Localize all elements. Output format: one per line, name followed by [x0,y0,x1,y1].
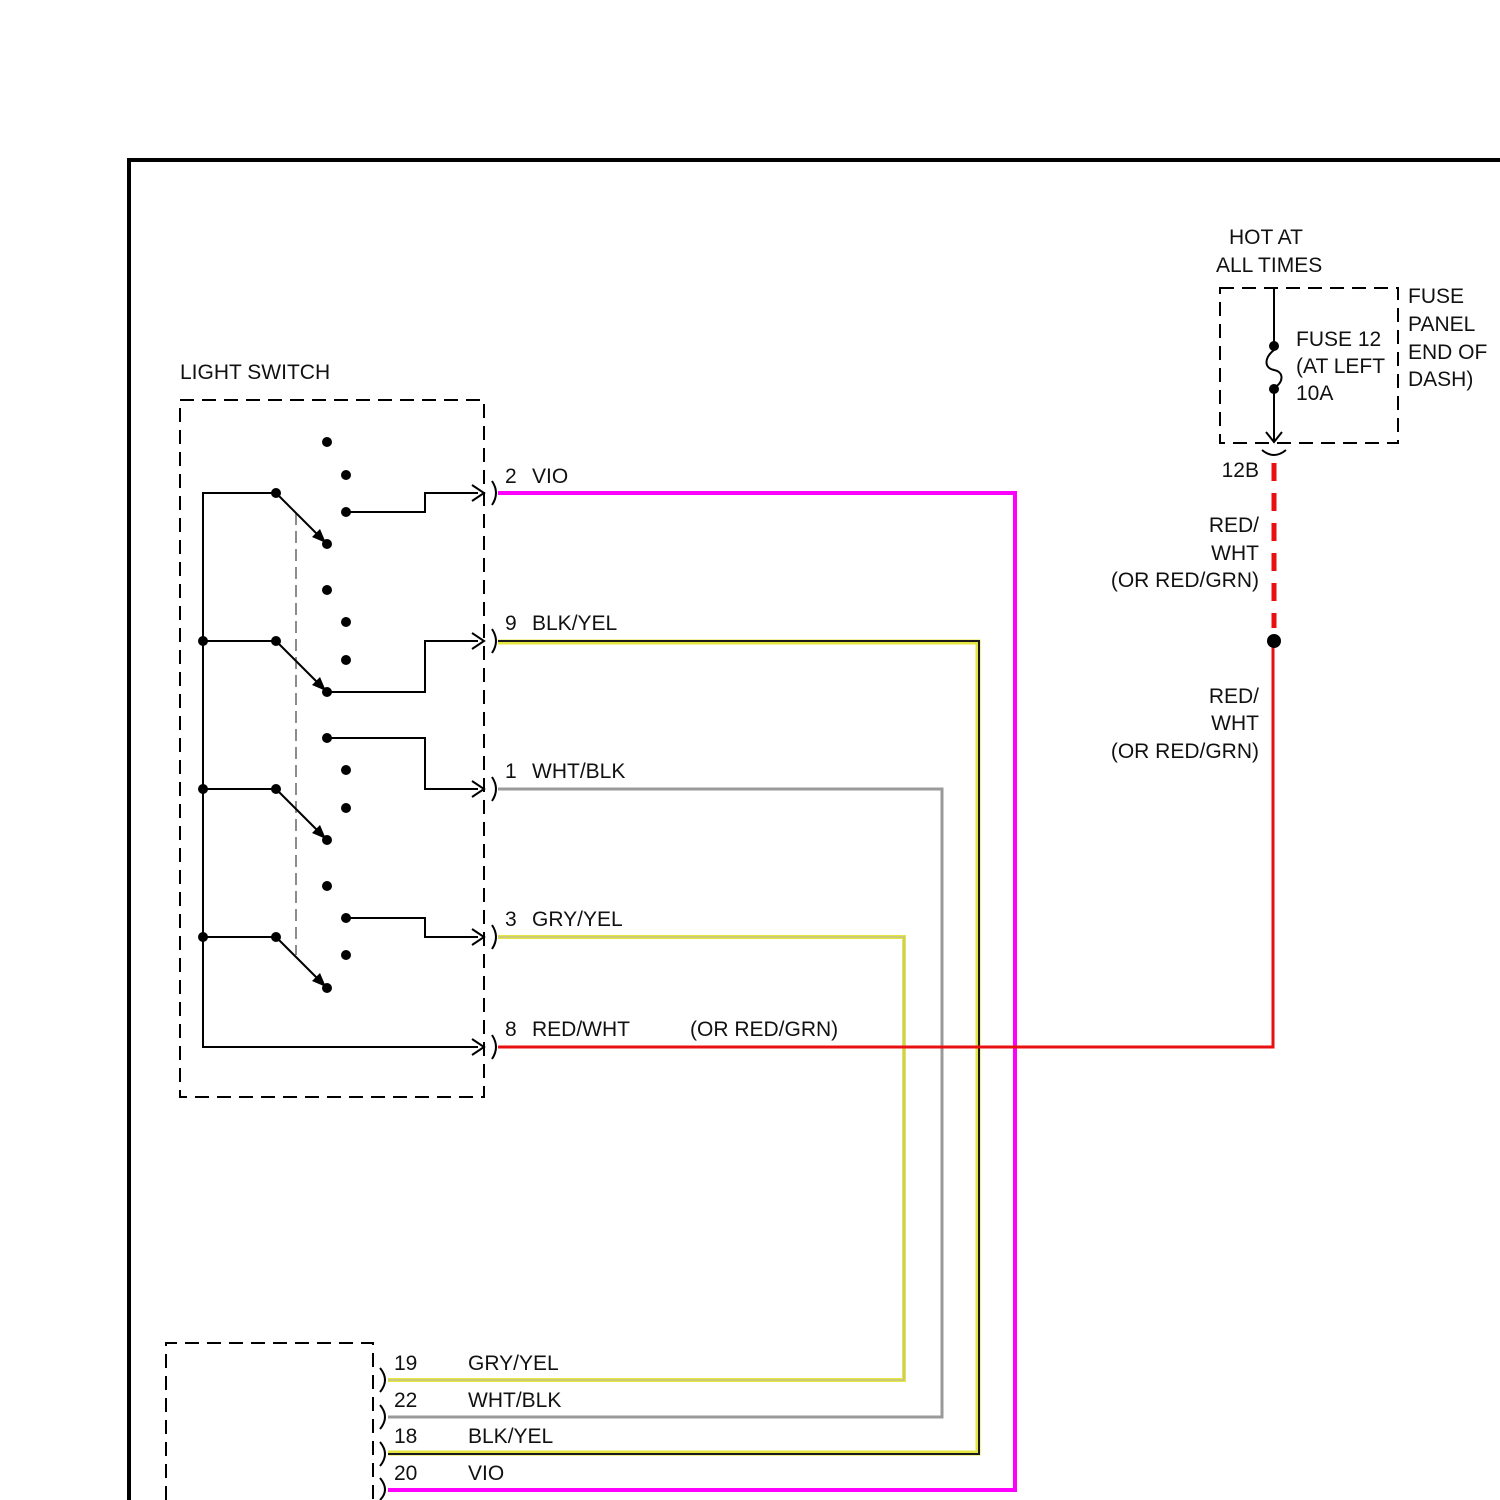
switch-contacts [322,437,351,993]
switch-blade-1 [276,493,322,539]
pin-number: 8 [505,1018,517,1041]
switch-pivot-dot [271,636,281,646]
pin-number: 9 [505,612,517,635]
pin-number: 1 [505,760,517,783]
wire-color-label: VIO [468,1462,504,1485]
wire-color-label: GRY/YEL [468,1352,559,1375]
wire-color-label: BLK/YEL [468,1425,553,1448]
lower-connector-pins [380,1368,385,1500]
switch-blade-2 [276,641,322,687]
wire-alt-color-label: (OR RED/GRN) [690,1018,838,1041]
wire-color-label: WHT/BLK [468,1389,561,1412]
pin-number: 22 [394,1389,417,1412]
panel-label: FUSE [1408,285,1464,308]
feed-wire-label: (OR RED/GRN) [1111,569,1259,592]
wire-color-label: GRY/YEL [532,908,623,931]
bus-junction-dot [198,784,208,794]
wire-red-wht [498,641,1273,1047]
lower-component-box [166,1343,373,1500]
feed-wire-label: WHT [1211,712,1259,735]
wire-gry-yel-tracer [388,937,904,1380]
wire-gry-yel [388,937,904,1380]
panel-label: DASH) [1408,368,1473,391]
fuse-rating-label: 10A [1296,382,1333,405]
switch-pivot-dot [271,784,281,794]
switch-blade-4 [276,937,322,983]
switch-pivot-dot [271,488,281,498]
switch-common-bus [203,493,478,1047]
contact-lead-pin-1 [327,738,478,789]
connector-label: 12B [1222,459,1259,482]
feed-wire-label: RED/ [1209,514,1259,537]
pin-number: 2 [505,465,517,488]
splice-dot [1267,634,1281,648]
diagram-frame [129,160,1500,1500]
wire-color-label: BLK/YEL [532,612,617,635]
wire-wht-blk [388,789,942,1417]
pin-number: 18 [394,1425,417,1448]
pin-number: 3 [505,908,517,931]
feed-wire-label: RED/ [1209,685,1259,708]
panel-label: PANEL [1408,313,1475,336]
fuse-terminal-dot [1269,341,1279,351]
fuse-connector-bracket [1262,450,1286,455]
bus-junction-dot [198,932,208,942]
contact-lead-pin-3 [346,918,478,937]
wire-color-label: VIO [532,465,568,488]
pin-number: 19 [394,1352,417,1375]
light-switch-label: LIGHT SWITCH [180,361,330,384]
all-times-label: ALL TIMES [1216,254,1322,277]
feed-wire-label: (OR RED/GRN) [1111,740,1259,763]
fuse-label: FUSE 12 [1296,328,1381,351]
hot-at-label: HOT AT [1229,226,1303,249]
feed-wire-label: WHT [1211,542,1259,565]
light-switch-box [180,400,484,1097]
fuse-symbol [1267,350,1282,388]
bus-junction-dot [198,636,208,646]
wire-color-label: WHT/BLK [532,760,625,783]
switch-blade-3 [276,789,322,835]
pin-number: 20 [394,1462,417,1485]
panel-label: END OF [1408,341,1487,364]
wire-color-label: RED/WHT [532,1018,630,1041]
contact-lead-pin-2 [346,493,478,512]
switch-pivot-dot [271,932,281,942]
fuse-location-label: (AT LEFT [1296,355,1385,378]
contact-lead-pin-9 [327,641,478,692]
